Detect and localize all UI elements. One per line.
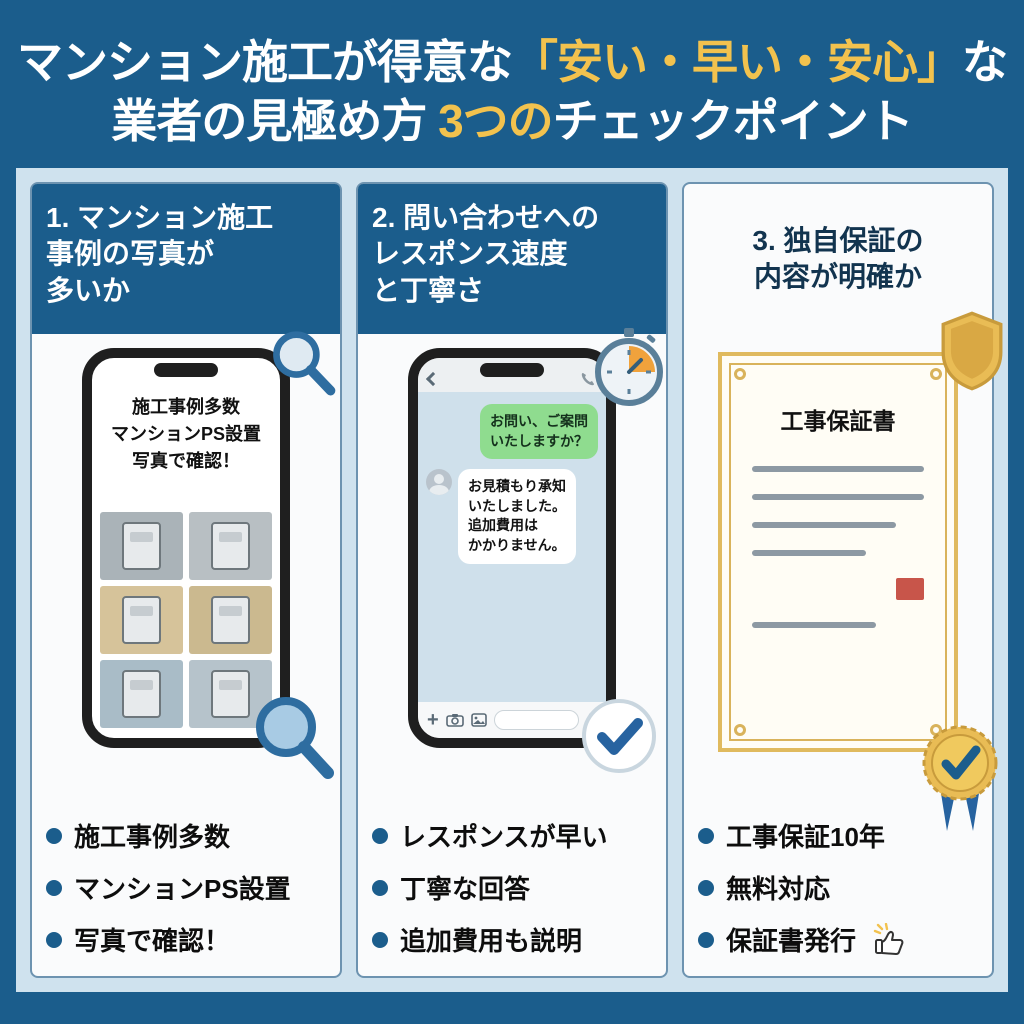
title-highlight: 「安い・早い・安心」: [512, 36, 963, 89]
chat-input-bar: +: [418, 702, 606, 738]
bullet-item: 施工事例多数: [46, 817, 326, 854]
water-heater-illustration: [122, 596, 161, 644]
bullet-dot: [372, 827, 388, 844]
water-heater-illustration: [211, 522, 250, 570]
bullet-text: 丁寧な回答: [400, 874, 531, 904]
title-segment: マンション施工が得意な: [17, 36, 513, 89]
bullet-item: レスポンスが早い: [372, 817, 652, 854]
corner-ornament: [734, 368, 746, 380]
card-2-illustration: お問い、ご案問 いたしますか？ お見積もり承知 いたしました。 追加費用は かか…: [358, 328, 666, 801]
card-2-bullet-list: レスポンスが早い 丁寧な回答 追加費用も説明: [358, 801, 666, 976]
bullet-text: 保証書発行: [726, 926, 857, 956]
card-2-header: 2. 問い合わせへの レスポンス速度 と丁寧さ: [358, 184, 666, 334]
phone-notch: [154, 363, 218, 377]
construction-photo-grid: [100, 512, 272, 728]
title-line-1: マンション施工が得意な「安い・早い・安心」な: [17, 36, 1008, 89]
bullet-text: レスポンスが早い: [400, 822, 608, 852]
title-banner: マンション施工が得意な「安い・早い・安心」な 業者の見極め方 3つのチェックポイ…: [16, 16, 1008, 168]
red-seal-stamp: [896, 578, 924, 600]
smartphone-frame: 施工事例多数 マンションPS設置 写真で確認！: [82, 348, 290, 748]
title-line-2: 業者の見極め方 3つのチェックポイント: [111, 95, 914, 148]
title-segment: チェックポイント: [552, 95, 914, 147]
bullet-text: マンションPS設置: [74, 874, 291, 904]
phone-notch: [480, 363, 544, 377]
photo-thumb: [189, 512, 272, 580]
chat-text-field: [493, 710, 579, 730]
incoming-message-row: お見積もり承知 いたしました。 追加費用は かかりません。: [426, 469, 598, 564]
back-chevron-icon: [425, 371, 441, 387]
phone-screen-text: 施工事例多数 マンションPS設置 写真で確認！: [110, 397, 261, 471]
bullet-text: 追加費用も説明: [400, 926, 583, 956]
water-heater-illustration: [211, 596, 250, 644]
ribbon-badge-icon: [922, 725, 998, 831]
photo-thumb: [100, 660, 183, 728]
bullet-item: 保証書発行: [698, 921, 978, 958]
bullet-item: 丁寧な回答: [372, 869, 652, 906]
bullet-dot: [372, 931, 388, 948]
camera-icon: [445, 714, 464, 727]
content-area: 1. マンション施工 事例の写真が 多いか 施工事例多数 マンションPS設置 写…: [16, 168, 1008, 992]
card-guarantee: 3. 独自保証の 内容が明確か 工事保証書: [682, 182, 1003, 978]
chat-conversation: お問い、ご案問 いたしますか？ お見積もり承知 いたしました。 追加費用は かか…: [418, 392, 606, 702]
card-1-header: 1. マンション施工 事例の写真が 多いか: [32, 184, 340, 334]
bullet-dot: [698, 879, 714, 896]
title-highlight: 3つの: [438, 95, 554, 147]
bullet-dot: [46, 879, 62, 896]
card-3-illustration: 工事保証書: [684, 311, 1003, 831]
text-line: [752, 522, 897, 528]
card-1-illustration: 施工事例多数 マンションPS設置 写真で確認！: [32, 331, 340, 801]
text-line: [752, 550, 866, 556]
text-line: [752, 622, 876, 628]
check-circle-icon: [582, 699, 656, 773]
magnifier-icon: [256, 697, 334, 779]
card-3-header: 3. 独自保証の 内容が明確か: [752, 224, 924, 292]
stamp-row: [752, 578, 924, 600]
phone-call-icon: [581, 373, 594, 386]
shield-icon: [941, 311, 1003, 391]
water-heater-illustration: [211, 670, 250, 718]
bullet-dot: [372, 879, 388, 896]
title-segment: な: [962, 36, 1008, 89]
bullet-text: 工事保証10年: [726, 822, 885, 852]
card-response-speed: 2. 問い合わせへの レスポンス速度 と丁寧さ お問い、ご案問 いたしますか？: [356, 182, 668, 978]
photo-thumb: [100, 586, 183, 654]
certificate-title: 工事保証書: [780, 408, 896, 434]
text-line: [752, 466, 924, 472]
plus-icon: +: [427, 709, 439, 731]
card-3-bullet-list: 工事保証10年 無料対応 保証書発行: [684, 801, 992, 976]
bullet-dot: [698, 827, 714, 844]
thumbs-up-icon: [873, 922, 904, 955]
magnifier-icon: [273, 331, 336, 396]
photo-thumb: [100, 512, 183, 580]
bullet-dot: [698, 931, 714, 948]
bullet-item: 工事保証10年: [698, 817, 978, 854]
smartphone-frame: お問い、ご案問 いたしますか？ お見積もり承知 いたしました。 追加費用は かか…: [408, 348, 616, 748]
bullet-text: 施工事例多数: [74, 822, 231, 852]
text-line: [752, 494, 924, 500]
card-construction-photos: 1. マンション施工 事例の写真が 多いか 施工事例多数 マンションPS設置 写…: [30, 182, 342, 978]
corner-ornament: [930, 368, 942, 380]
bullet-item: 写真で確認！: [46, 921, 326, 958]
guarantee-certificate: 工事保証書: [718, 352, 958, 752]
incoming-chat-bubble: お見積もり承知 いたしました。 追加費用は かかりません。: [458, 469, 576, 564]
certificate-text-lines: [722, 466, 954, 628]
bullet-dot: [46, 827, 62, 844]
title-segment: 業者の見極め方: [111, 95, 439, 147]
water-heater-illustration: [122, 670, 161, 718]
bullet-item: 無料対応: [698, 869, 978, 906]
water-heater-illustration: [122, 522, 161, 570]
card-1-bullet-list: 施工事例多数 マンションPS設置 写真で確認！: [32, 801, 340, 976]
avatar: [426, 469, 452, 496]
bullet-text: 写真で確認！: [74, 926, 231, 956]
bullet-text: 無料対応: [726, 874, 831, 904]
bullet-item: 追加費用も説明: [372, 921, 652, 958]
gallery-icon: [470, 713, 487, 727]
stopwatch-icon: [595, 328, 663, 406]
bullet-dot: [46, 931, 62, 948]
corner-ornament: [734, 724, 746, 736]
photo-thumb: [189, 586, 272, 654]
outgoing-chat-bubble: お問い、ご案問 いたしますか？: [480, 404, 598, 460]
bullet-item: マンションPS設置: [46, 869, 326, 906]
